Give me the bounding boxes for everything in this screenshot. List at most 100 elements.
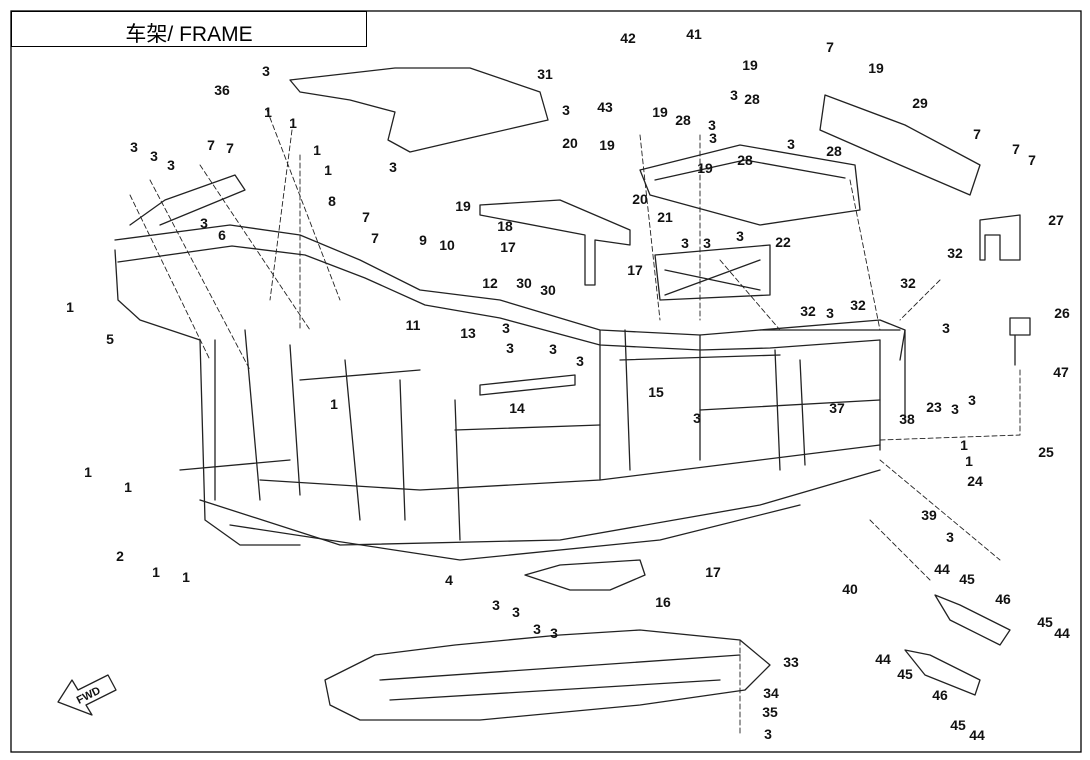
callout-label: 7 <box>362 209 370 225</box>
callout-label: 43 <box>597 99 613 115</box>
sheet-border <box>10 10 1082 753</box>
callout-label: 1 <box>965 453 973 469</box>
callout-label: 3 <box>681 235 689 251</box>
callout-label: 45 <box>950 717 966 733</box>
lower-rail-left <box>199 469 881 546</box>
rear-rack-part <box>639 144 861 226</box>
callout-label: 47 <box>1053 364 1069 380</box>
callout-label: 3 <box>130 139 138 155</box>
callout-label: 1 <box>313 142 321 158</box>
frame-upper-rail-2 <box>117 245 881 351</box>
callout-label: 3 <box>946 529 954 545</box>
callout-label: 1 <box>84 464 92 480</box>
callout-label: 29 <box>912 95 928 111</box>
callout-label: 3 <box>942 320 950 336</box>
callout-label: 7 <box>371 230 379 246</box>
pivot-tube-lower <box>904 649 981 696</box>
callout-label: 3 <box>200 215 208 231</box>
callout-label: 32 <box>800 303 816 319</box>
callout-label: 28 <box>675 112 691 128</box>
callout-label: 3 <box>576 353 584 369</box>
bracket-26 <box>1009 317 1031 366</box>
callout-label: 16 <box>655 594 671 610</box>
callout-label: 3 <box>787 136 795 152</box>
callout-label: 39 <box>921 507 937 523</box>
callout-label: 32 <box>850 297 866 313</box>
callout-label: 32 <box>947 245 963 261</box>
callout-label: 7 <box>1012 141 1020 157</box>
callout-label: 3 <box>764 726 772 742</box>
callout-label: 3 <box>708 117 716 133</box>
callout-label: 9 <box>419 232 427 248</box>
callout-label: 17 <box>500 239 516 255</box>
callout-label: 45 <box>959 571 975 587</box>
callout-label: 40 <box>842 581 858 597</box>
callout-label: 18 <box>497 218 513 234</box>
rear-beam-part <box>819 94 981 196</box>
frame-uprights <box>214 329 906 541</box>
callout-label: 4 <box>445 572 453 588</box>
callout-label: 19 <box>742 57 758 73</box>
callout-label: 46 <box>995 591 1011 607</box>
page-title: 车架/ FRAME <box>125 23 253 46</box>
callout-label: 27 <box>1048 212 1064 228</box>
frame-upper-rail <box>114 224 906 361</box>
callout-label: 41 <box>686 26 702 42</box>
callout-label: 3 <box>693 410 701 426</box>
callout-label: 3 <box>502 320 510 336</box>
callout-label: 28 <box>744 91 760 107</box>
callout-label: 1 <box>124 479 132 495</box>
callout-label: 12 <box>482 275 498 291</box>
callout-label: 19 <box>868 60 884 76</box>
callout-label: 3 <box>512 604 520 620</box>
callout-label: 35 <box>762 704 778 720</box>
callout-label: 33 <box>783 654 799 670</box>
title-box: 车架/ FRAME <box>11 11 367 47</box>
callout-label: 1 <box>289 115 297 131</box>
callout-label: 3 <box>562 102 570 118</box>
callout-label: 7 <box>226 140 234 156</box>
callout-label: 46 <box>932 687 948 703</box>
callout-label: 17 <box>627 262 643 278</box>
callout-label: 19 <box>652 104 668 120</box>
callout-label: 45 <box>897 666 913 682</box>
floor-plate-14 <box>479 374 576 396</box>
callout-label: 44 <box>969 727 985 743</box>
callout-label: 1 <box>324 162 332 178</box>
callout-label: 1 <box>264 104 272 120</box>
callout-label: 14 <box>509 400 525 416</box>
plate-part <box>654 244 771 301</box>
callout-label: 3 <box>262 63 270 79</box>
callout-label: 34 <box>763 685 779 701</box>
callout-label: 20 <box>632 191 648 207</box>
callout-label: 17 <box>705 564 721 580</box>
callout-label: 7 <box>207 137 215 153</box>
callout-label: 3 <box>730 87 738 103</box>
callout-label: 1 <box>152 564 160 580</box>
callout-label: 7 <box>973 126 981 142</box>
frame-drawing <box>57 67 1031 736</box>
callout-label: 6 <box>218 227 226 243</box>
callout-label: 2 <box>116 548 124 564</box>
floor-mat-part <box>289 67 549 153</box>
callout-label: 26 <box>1054 305 1070 321</box>
callout-label: 19 <box>455 198 471 214</box>
callout-label: 36 <box>214 82 230 98</box>
callout-label: 44 <box>1054 625 1070 641</box>
callout-label: 24 <box>967 473 983 489</box>
callout-label: 3 <box>549 341 557 357</box>
callout-label: 19 <box>697 160 713 176</box>
callout-label: 25 <box>1038 444 1054 460</box>
front-bumper-tube <box>114 249 301 546</box>
front-hoop <box>129 174 246 226</box>
bracket-part <box>479 199 631 286</box>
callout-label: 1 <box>960 437 968 453</box>
callout-label: 23 <box>926 399 942 415</box>
callout-label: 3 <box>826 305 834 321</box>
callout-label: 45 <box>1037 614 1053 630</box>
callout-label: 3 <box>150 148 158 164</box>
skid-plate-ribs <box>379 654 741 701</box>
callout-label: 10 <box>439 237 455 253</box>
callout-label: 3 <box>550 625 558 641</box>
callout-label: 3 <box>951 401 959 417</box>
